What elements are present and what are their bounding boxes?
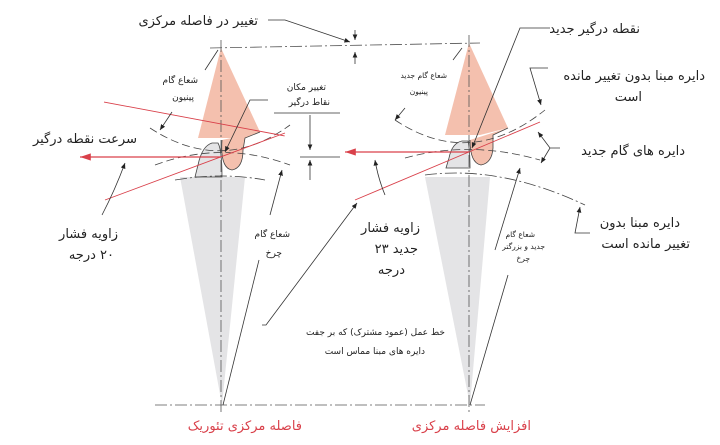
left-gear-cone <box>180 177 245 405</box>
right-gear-cone <box>425 177 490 405</box>
left-pinion-tooth <box>221 131 261 171</box>
right-line-of-action <box>354 121 541 201</box>
right-gear-tooth <box>445 140 471 169</box>
right-pinion-cone <box>445 43 508 135</box>
increased-center-label: افزایش فاصله مرکزی <box>412 419 531 434</box>
left-pinion-cone <box>198 48 260 138</box>
left-gear-pair <box>80 40 291 415</box>
left-line-of-action <box>104 132 286 201</box>
right-gear-pair <box>345 35 586 415</box>
left-gear-tooth <box>194 142 223 178</box>
new-contact-point-label: نقطه درگیر جدید <box>549 21 640 37</box>
center-change-label: تغییر در فاصله مرکزی <box>138 14 258 29</box>
theoretical-center-label: فاصله مرکزی تئوریک <box>188 419 302 434</box>
contact-velocity-label: سرعت نقطه درگیر <box>32 131 137 147</box>
new-pitch-circles-label: دایره های گام جدید <box>581 143 685 159</box>
